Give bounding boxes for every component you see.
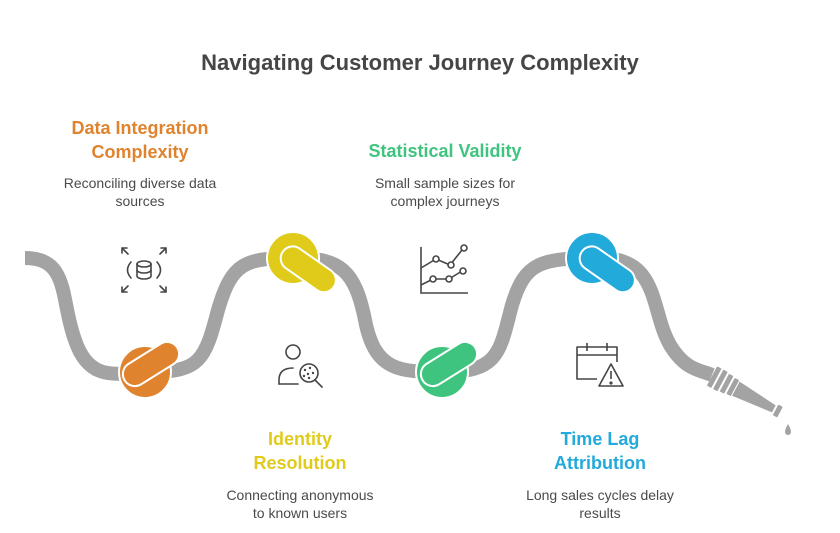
rope: [24, 250, 715, 382]
heading-line: Statistical Validity: [368, 141, 522, 161]
heading-line: Complexity: [91, 142, 189, 162]
database-expand-icon: [121, 247, 167, 293]
line-chart-icon: [420, 244, 468, 294]
knot-blue: [565, 231, 636, 294]
desc-identity-resolution: Connecting anonymous to known users: [200, 486, 400, 522]
desc-time-lag: Long sales cycles delay results: [500, 486, 700, 522]
desc-statistical-validity: Small sample sizes for complex journeys: [330, 174, 560, 210]
desc-line: Reconciling diverse data: [63, 175, 217, 191]
desc-line: to known users: [252, 505, 348, 521]
desc-line: Connecting anonymous: [226, 487, 374, 503]
desc-line: sources: [115, 193, 165, 209]
knot-green: [415, 340, 479, 399]
heading-line: Identity: [267, 429, 332, 449]
heading-identity-resolution: Identity Resolution: [200, 427, 400, 475]
water-drop: [785, 424, 791, 435]
heading-line: Time Lag: [560, 429, 640, 449]
heading-line: Data Integration: [71, 118, 209, 138]
desc-line: complex journeys: [390, 193, 500, 209]
heading-time-lag: Time Lag Attribution: [500, 427, 700, 475]
desc-line: Long sales cycles delay: [526, 487, 674, 503]
calendar-warning-icon: [576, 343, 624, 387]
desc-line: Small sample sizes for: [374, 175, 516, 191]
diagram-title: Navigating Customer Journey Complexity: [201, 50, 639, 75]
heading-statistical-validity: Statistical Validity: [330, 139, 560, 163]
user-search-icon: [278, 344, 323, 388]
knot-orange: [118, 340, 181, 399]
desc-line: results: [579, 505, 621, 521]
hose-nozzle: [707, 366, 783, 418]
desc-data-integration: Reconciling diverse data sources: [40, 174, 240, 210]
heading-line: Attribution: [554, 453, 646, 473]
knot-yellow: [266, 231, 337, 294]
heading-data-integration: Data Integration Complexity: [40, 116, 240, 164]
heading-line: Resolution: [253, 453, 347, 473]
